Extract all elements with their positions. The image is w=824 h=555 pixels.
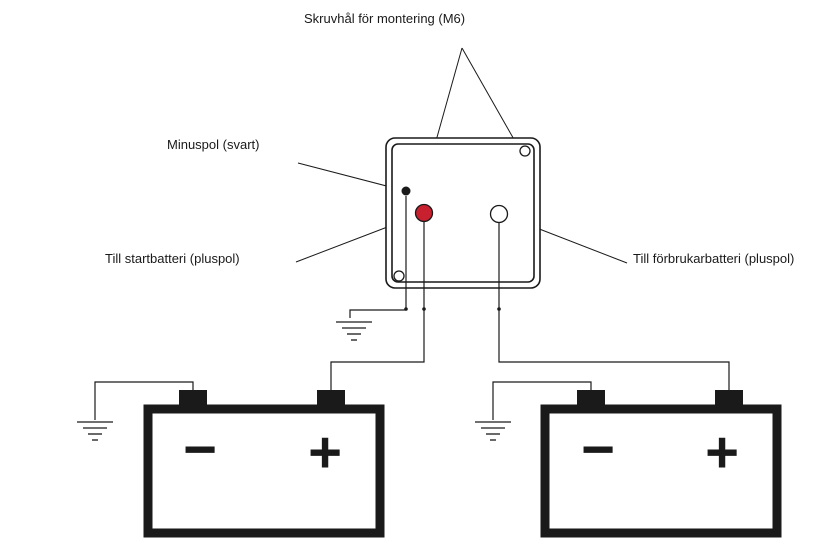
- consumer-battery-ground-wire: [492, 381, 592, 420]
- start-battery: − +: [143, 390, 385, 538]
- minus-terminal: [401, 186, 411, 196]
- device-housing: [385, 137, 541, 289]
- device-outer-frame: [385, 137, 541, 289]
- start-battery-label: Till startbatteri (pluspol): [105, 251, 240, 266]
- wire-junction-consumer: [497, 307, 501, 311]
- consumer-battery-minus-sign: −: [581, 417, 615, 482]
- minus-pole-leader: [297, 162, 403, 191]
- ground-symbol-device: [336, 321, 372, 341]
- minus-pole-label: Minuspol (svart): [167, 137, 259, 152]
- wire-junction-start: [422, 307, 426, 311]
- start-battery-minus-sign: −: [183, 417, 217, 482]
- wire-junction-minus: [404, 307, 408, 311]
- start-positive-wire: [330, 222, 425, 390]
- consumer-battery-plus-post: [715, 390, 743, 405]
- ground-symbol-consumer-battery: [475, 421, 511, 441]
- consumer-battery-label: Till förbrukarbatteri (pluspol): [633, 251, 794, 266]
- start-battery-plus-sign: +: [308, 420, 342, 485]
- consumer-battery-minus-post: [577, 390, 605, 405]
- minus-wire: [349, 196, 407, 318]
- start-battery-minus-post: [179, 390, 207, 405]
- consumer-battery: − +: [540, 390, 782, 538]
- start-battery-plus-post: [317, 390, 345, 405]
- screw-hole-bottom-left: [393, 270, 405, 282]
- consumer-battery-body: [540, 404, 782, 538]
- device-inner-frame: [391, 143, 535, 283]
- screw-leader-top: [461, 47, 521, 151]
- screw-holes-label: Skruvhål för montering (M6): [304, 11, 465, 26]
- start-battery-ground-wire: [94, 381, 194, 420]
- start-battery-terminal: [414, 203, 434, 223]
- screw-hole-top-right: [519, 145, 531, 157]
- wires: [94, 196, 730, 420]
- consumer-positive-wire: [498, 223, 730, 390]
- ground-symbol-start-battery: [77, 421, 113, 441]
- consumer-battery-terminal: [489, 204, 509, 224]
- start-battery-body: [143, 404, 385, 538]
- consumer-battery-plus-sign: +: [705, 420, 739, 485]
